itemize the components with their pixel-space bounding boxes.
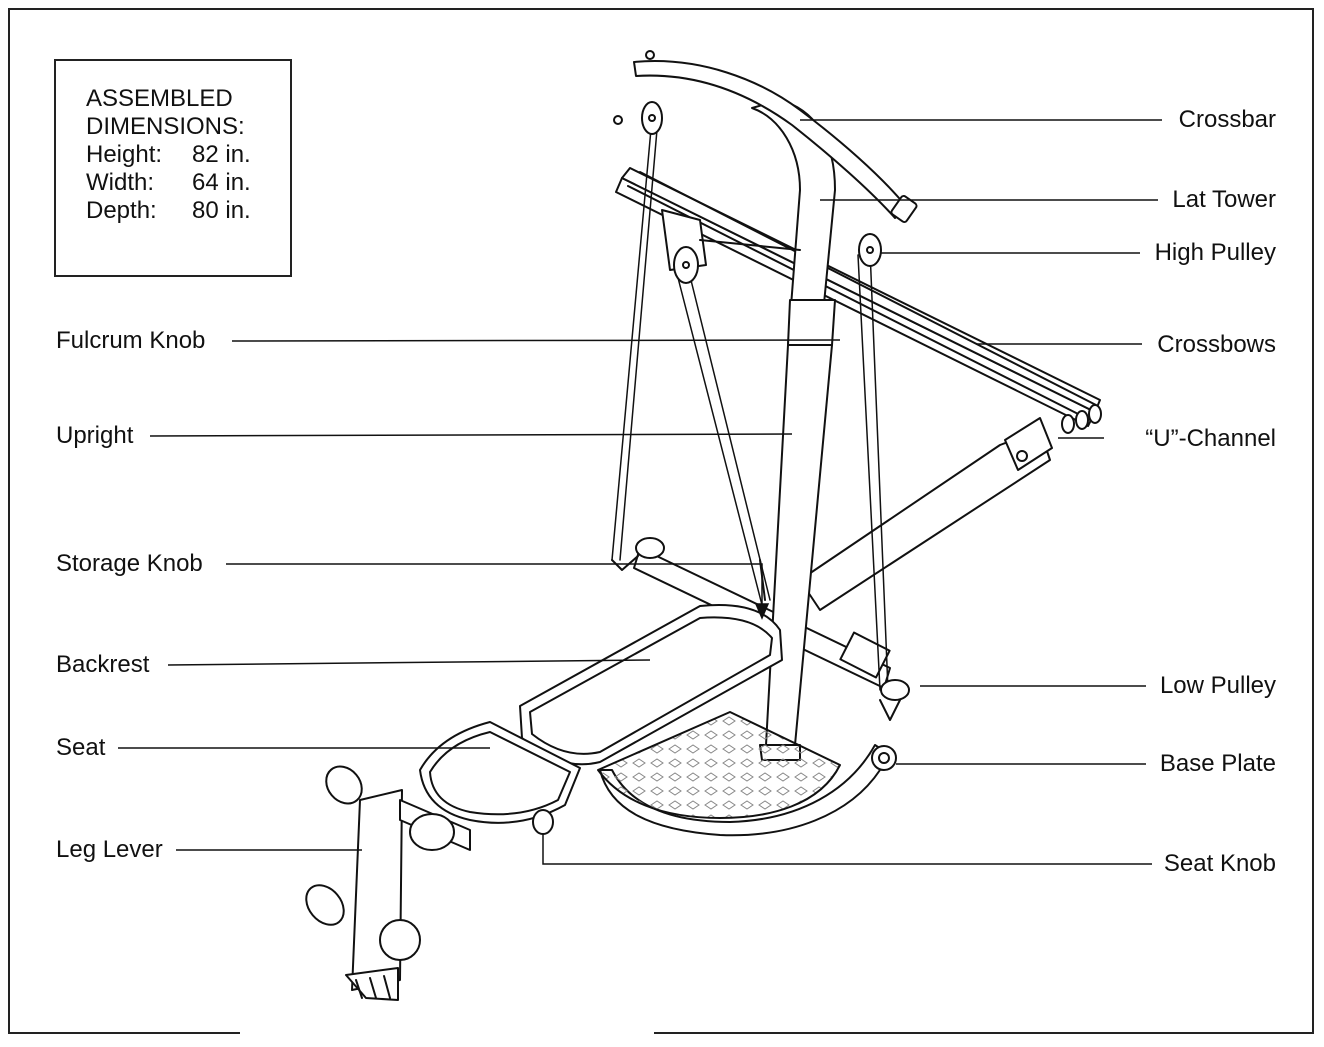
label-seat-knob: Seat Knob	[1163, 850, 1276, 877]
dimension-height-value: 82 in.	[192, 141, 251, 168]
dimension-depth-value: 80 in.	[192, 197, 251, 224]
low-pulley	[879, 679, 910, 721]
leader-upright	[149, 433, 793, 437]
leg-lever	[305, 765, 471, 1001]
leader-fulcrum-knob	[231, 339, 841, 342]
dimension-width: Width: 64 in.	[86, 169, 290, 197]
label-base-plate: Base Plate	[1159, 750, 1276, 777]
dimension-depth-key: Depth:	[86, 197, 157, 224]
dimension-depth: Depth: 80 in.	[86, 197, 290, 225]
label-storage-knob: Storage Knob	[56, 550, 203, 577]
label-fulcrum-knob: Fulcrum Knob	[56, 327, 206, 354]
leader-storage-knob	[226, 563, 763, 612]
dimensions-heading-2: DIMENSIONS:	[86, 113, 245, 140]
upright	[759, 344, 833, 761]
label-upright: Upright	[56, 422, 134, 449]
fulcrum-pulleys	[661, 209, 801, 284]
label-seat: Seat	[56, 734, 106, 761]
leader-backrest	[167, 659, 651, 666]
label-high-pulley: High Pulley	[1154, 239, 1276, 266]
left-high-pulley	[613, 101, 663, 135]
dimensions-heading-1: ASSEMBLED	[86, 85, 233, 112]
label-crossbows: Crossbows	[1157, 331, 1276, 358]
label-leg-lever: Leg Lever	[56, 836, 163, 863]
dimension-width-value: 64 in.	[192, 169, 251, 196]
seat-knob	[532, 809, 554, 835]
label-backrest: Backrest	[56, 651, 150, 678]
leader-storage-knob-arrow	[754, 603, 770, 620]
label-lat-tower: Lat Tower	[1172, 186, 1276, 213]
leader-lines	[118, 119, 1162, 865]
assembled-dimensions-box: ASSEMBLED DIMENSIONS: Height: 82 in. Wid…	[54, 59, 292, 277]
dimension-height-key: Height:	[86, 141, 163, 168]
dimension-height: Height: 82 in.	[86, 141, 290, 169]
u-channel-arm	[799, 417, 1053, 611]
dimension-width-key: Width:	[86, 169, 155, 196]
crossbows	[615, 167, 1102, 434]
frame-gap	[240, 1032, 654, 1038]
label-crossbar: Crossbar	[1178, 106, 1276, 133]
high-pulley	[858, 233, 882, 267]
base-frame	[599, 744, 897, 837]
diagram-frame	[8, 8, 1314, 1034]
label-low-pulley: Low Pulley	[1159, 672, 1276, 699]
leader-seat-knob	[542, 834, 1152, 865]
base-plate	[597, 711, 841, 819]
label-u-channel: “U”-Channel	[1145, 425, 1276, 452]
seat	[419, 721, 581, 824]
